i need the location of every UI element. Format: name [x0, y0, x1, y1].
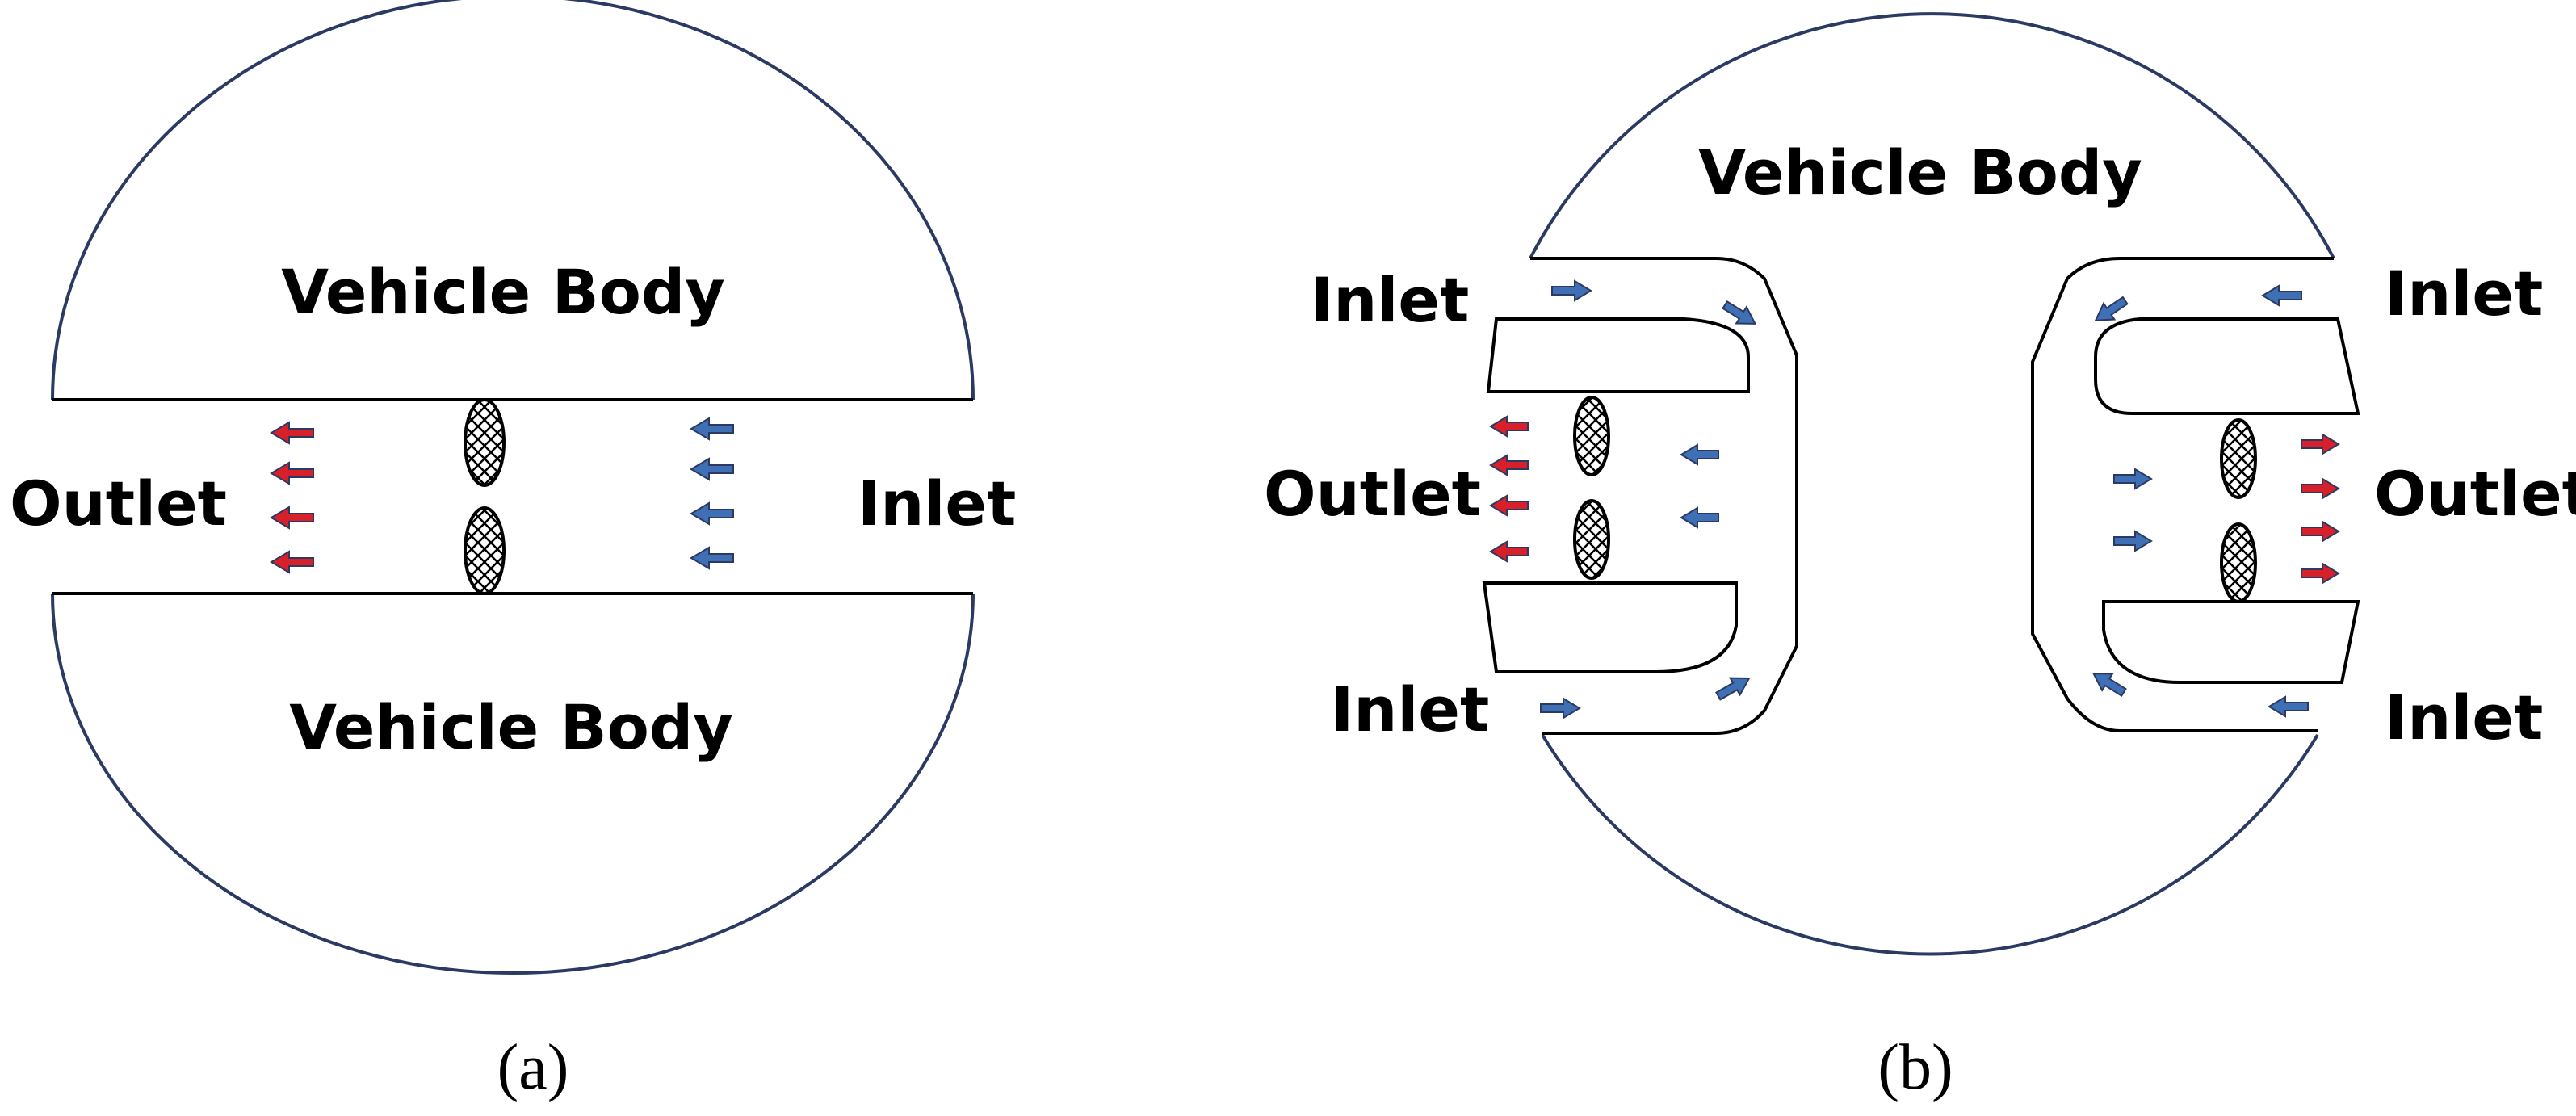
- vehicle-body-top-outline: [51, 0, 975, 401]
- component-right-upper: [2220, 418, 2257, 499]
- inlet-arrow: [2261, 284, 2302, 307]
- panel-a-body-bottom-label: Vehicle Body: [289, 691, 733, 763]
- flow-arrow: [2113, 530, 2153, 552]
- panel-a-inlet-label: Inlet: [858, 468, 1016, 539]
- panel-b-inlet-bottom-left-label: Inlet: [1331, 673, 1489, 745]
- left-upper-block: [1486, 317, 1750, 393]
- right-lower-block: [2102, 600, 2360, 684]
- outlet-arrow: [270, 461, 314, 485]
- panel-b-inlet-top-left-label: Inlet: [1311, 264, 1469, 336]
- panel-b-inlet-top-right-label: Inlet: [2385, 258, 2543, 329]
- left-duct-arrows: [1540, 279, 1757, 720]
- panel-b-inlet-bottom-right-label: Inlet: [2385, 682, 2543, 753]
- panel-b-body-label: Vehicle Body: [1698, 136, 2142, 208]
- right-upper-block: [2094, 317, 2360, 415]
- vehicle-body-top-outline: [1529, 12, 2335, 259]
- outlet-arrow: [1489, 540, 1529, 563]
- right-internal-arrows: [2113, 468, 2153, 552]
- outlet-arrow: [270, 550, 314, 574]
- left-outlet-arrows: [1489, 415, 1529, 563]
- outlet-arrow: [270, 506, 314, 530]
- vehicle-body-bottom-outline: [1541, 733, 2319, 956]
- component-upper: [464, 398, 506, 487]
- outlet-arrow: [1489, 454, 1529, 476]
- inlet-arrows: [690, 417, 734, 570]
- inlet-arrow: [1540, 697, 1581, 720]
- outlet-arrow: [1489, 494, 1529, 517]
- duct-arrow: [1722, 300, 1757, 325]
- inlet-arrow: [2268, 695, 2309, 718]
- flow-arrow: [2113, 468, 2153, 490]
- outlet-arrow: [2301, 562, 2340, 585]
- outlet-arrow: [1489, 415, 1529, 438]
- outlet-arrow: [2301, 520, 2340, 543]
- inlet-arrow: [1551, 279, 1592, 302]
- inlet-arrow: [690, 417, 734, 441]
- left-lower-block: [1482, 581, 1738, 673]
- panel-b-caption: (b): [1877, 1032, 1953, 1103]
- flow-arrow: [1680, 443, 1719, 466]
- panel-b-outlet-right-label: Outlet: [2374, 458, 2576, 530]
- component-right-lower: [2220, 522, 2257, 603]
- vehicle-body-bottom-outline: [51, 593, 975, 975]
- duct-arrow: [2094, 296, 2129, 321]
- panel-a-caption: (a): [497, 1032, 569, 1103]
- panel-a-outlet-label: Outlet: [10, 468, 227, 539]
- duct-arrow: [2091, 673, 2127, 698]
- component-left-lower: [1573, 499, 1610, 580]
- inlet-arrow: [690, 457, 734, 481]
- right-duct-arrows: [2091, 284, 2309, 718]
- outlet-arrow: [2301, 477, 2340, 500]
- left-internal-arrows: [1680, 443, 1719, 529]
- panel-a-body-top-label: Vehicle Body: [281, 256, 725, 328]
- panel-b: Vehicle Body Inlet Inlet Outlet Outlet I…: [1264, 12, 2576, 1103]
- duct-arrow: [1715, 677, 1751, 701]
- component-left-upper: [1573, 396, 1610, 476]
- panel-b-outlet-left-label: Outlet: [1264, 458, 1481, 530]
- outlet-arrow: [2301, 433, 2340, 455]
- right-duct-outer: [2031, 257, 2334, 732]
- panel-a: Vehicle Body Vehicle Body Outlet Inlet (…: [10, 0, 1016, 1103]
- flow-arrow: [1680, 506, 1719, 529]
- outlet-arrows: [270, 421, 314, 574]
- right-outlet-arrows: [2301, 433, 2340, 585]
- left-duct-outer: [1530, 257, 1798, 735]
- component-lower: [464, 506, 506, 595]
- outlet-arrow: [270, 421, 314, 445]
- inlet-arrow: [690, 546, 734, 570]
- inlet-arrow: [690, 501, 734, 526]
